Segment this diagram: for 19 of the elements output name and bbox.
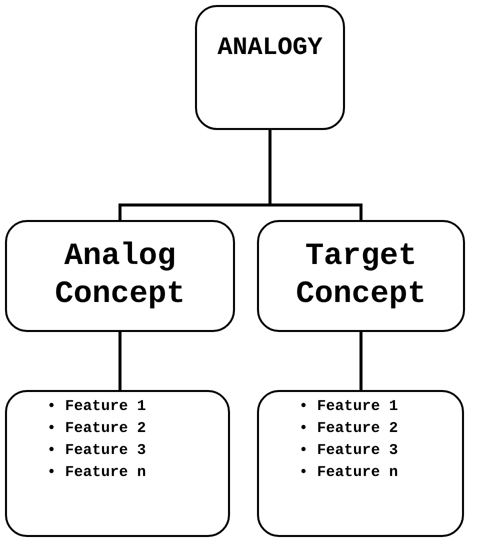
feature-item: • Feature 3 — [47, 441, 148, 461]
feature-list-box — [257, 390, 464, 537]
feature-item: • Feature 1 — [47, 397, 148, 417]
feature-item: • Feature 2 — [47, 419, 148, 439]
concept-text: Target Concept — [294, 238, 428, 314]
feature-item: • Feature 2 — [299, 419, 400, 439]
feature-item: • Feature n — [299, 463, 400, 483]
feature-item: • Feature 3 — [299, 441, 400, 461]
feature-list-box — [5, 390, 230, 537]
feature-item: • Feature n — [47, 463, 148, 483]
concept-text: Analog Concept — [54, 238, 186, 314]
title-text: ANALOGY — [217, 32, 323, 64]
feature-item: • Feature 1 — [299, 397, 400, 417]
connector-line — [268, 130, 362, 220]
connector-line — [360, 332, 362, 390]
concept-box — [5, 220, 235, 332]
title-box — [195, 5, 345, 130]
concept-box — [257, 220, 465, 332]
connector-line — [118, 332, 122, 390]
